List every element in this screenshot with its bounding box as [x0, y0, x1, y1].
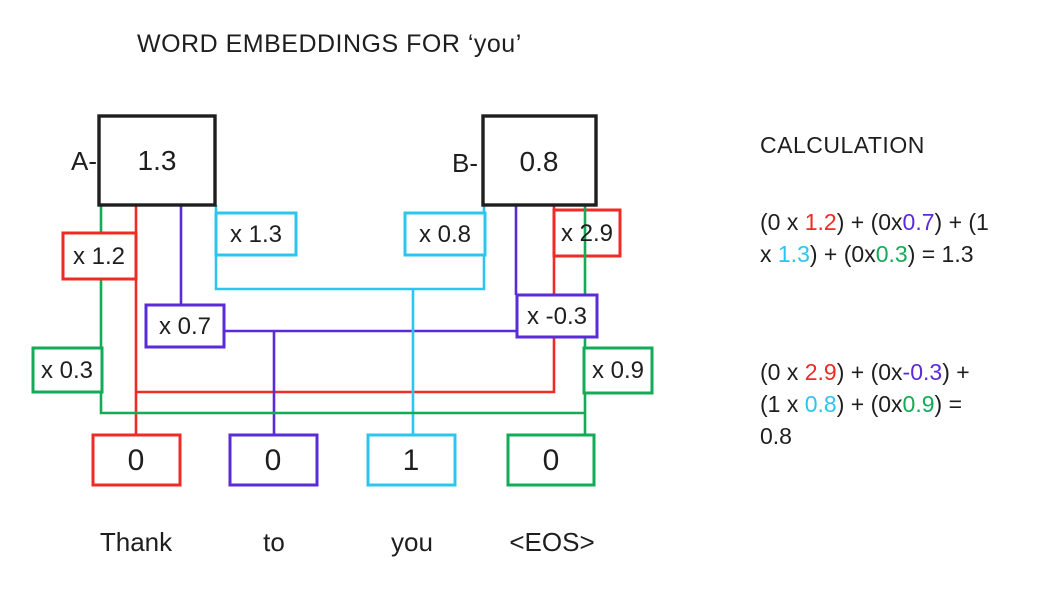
- formula-segment: 0.8: [804, 391, 837, 417]
- weight-box-you-b: [403, 211, 487, 257]
- node-b-label: B-: [452, 148, 478, 178]
- calculation-panel: CALCULATION (0 x 1.2) + (0x0.7) + (1 x 1…: [760, 132, 1050, 452]
- weight-box-eos-a: [31, 346, 104, 394]
- calculation-formula-a: (0 x 1.2) + (0x0.7) + (1 x 1.3) + (0x0.3…: [760, 206, 1050, 270]
- word-label-eos: <EOS>: [509, 527, 594, 557]
- weight-label-thank-b: x 2.9: [561, 220, 613, 247]
- weight-box-eos-b: [582, 346, 654, 395]
- input-box-to: [228, 433, 319, 487]
- formula-segment: ) =: [934, 391, 963, 417]
- formula-segment: 0.9: [902, 391, 935, 417]
- weight-label-you-b: x 0.8: [419, 221, 471, 248]
- node-a-box: [97, 114, 217, 207]
- figure-title: WORD EMBEDDINGS FOR ‘you’: [137, 30, 522, 58]
- formula-segment: 0.3: [875, 241, 908, 267]
- formula-segment: 0.8: [760, 423, 792, 449]
- weight-label-thank-a: x 1.2: [73, 243, 125, 270]
- wire-to: [179, 205, 518, 435]
- calculation-formula-b: (0 x 2.9) + (0x-0.3) + (1 x 0.8) + (0x0.…: [760, 356, 1050, 452]
- weight-box-you-a: [214, 211, 298, 257]
- weight-box-thank-a: [61, 231, 138, 281]
- weight-label-to-a: x 0.7: [159, 313, 211, 340]
- formula-segment: ) + (0x: [809, 241, 876, 267]
- formula-b-line3: 0.8: [760, 423, 792, 449]
- formula-segment: -0.3: [902, 359, 943, 385]
- formula-b-line1: (0 x 2.9) + (0x-0.3) +: [760, 359, 970, 385]
- weight-box-to-a: [144, 303, 226, 349]
- weight-box-thank-b: [552, 208, 622, 258]
- formula-segment: 2.9: [804, 359, 837, 385]
- weight-box-to-b: [515, 293, 599, 339]
- formula-segment: ) + (1: [934, 209, 989, 235]
- input-box-thank: [91, 433, 182, 487]
- input-value-to: 0: [265, 444, 282, 477]
- node-a-label: A-: [71, 146, 97, 176]
- word-label-you: you: [391, 527, 433, 557]
- formula-segment: (0 x: [760, 359, 805, 385]
- input-value-you: 1: [403, 444, 420, 477]
- node-b-value: 0.8: [520, 146, 559, 177]
- formula-segment: ) +: [942, 359, 970, 385]
- formula-a-line2: x 1.3) + (0x0.3) = 1.3: [760, 241, 974, 267]
- formula-segment: x: [760, 241, 778, 267]
- input-value-thank: 0: [128, 444, 145, 477]
- formula-segment: ) + (0x: [836, 209, 903, 235]
- input-box-eos: [506, 433, 596, 487]
- formula-segment: (0 x: [760, 209, 805, 235]
- formula-b-line2: (1 x 0.8) + (0x0.9) =: [760, 391, 962, 417]
- calculation-heading: CALCULATION: [760, 132, 925, 158]
- formula-segment: 1.2: [804, 209, 837, 235]
- formula-a-line1: (0 x 1.2) + (0x0.7) + (1: [760, 209, 989, 235]
- node-b-box: [481, 114, 598, 207]
- formula-segment: (1 x: [760, 391, 805, 417]
- node-a-value: 1.3: [138, 145, 177, 176]
- formula-segment: ) + (0x: [836, 391, 903, 417]
- input-box-you: [366, 433, 457, 487]
- weight-label-eos-a: x 0.3: [41, 357, 93, 384]
- weight-label-to-b: x -0.3: [527, 303, 587, 330]
- formula-segment: 1.3: [777, 241, 810, 267]
- weight-label-you-a: x 1.3: [230, 221, 282, 248]
- formula-segment: 0.7: [902, 209, 935, 235]
- word-label-to: to: [263, 527, 285, 557]
- input-value-eos: 0: [543, 444, 560, 477]
- formula-segment: ) = 1.3: [907, 241, 974, 267]
- word-label-thank: Thank: [100, 527, 173, 557]
- weight-label-eos-b: x 0.9: [592, 357, 644, 384]
- formula-segment: ) + (0x: [836, 359, 903, 385]
